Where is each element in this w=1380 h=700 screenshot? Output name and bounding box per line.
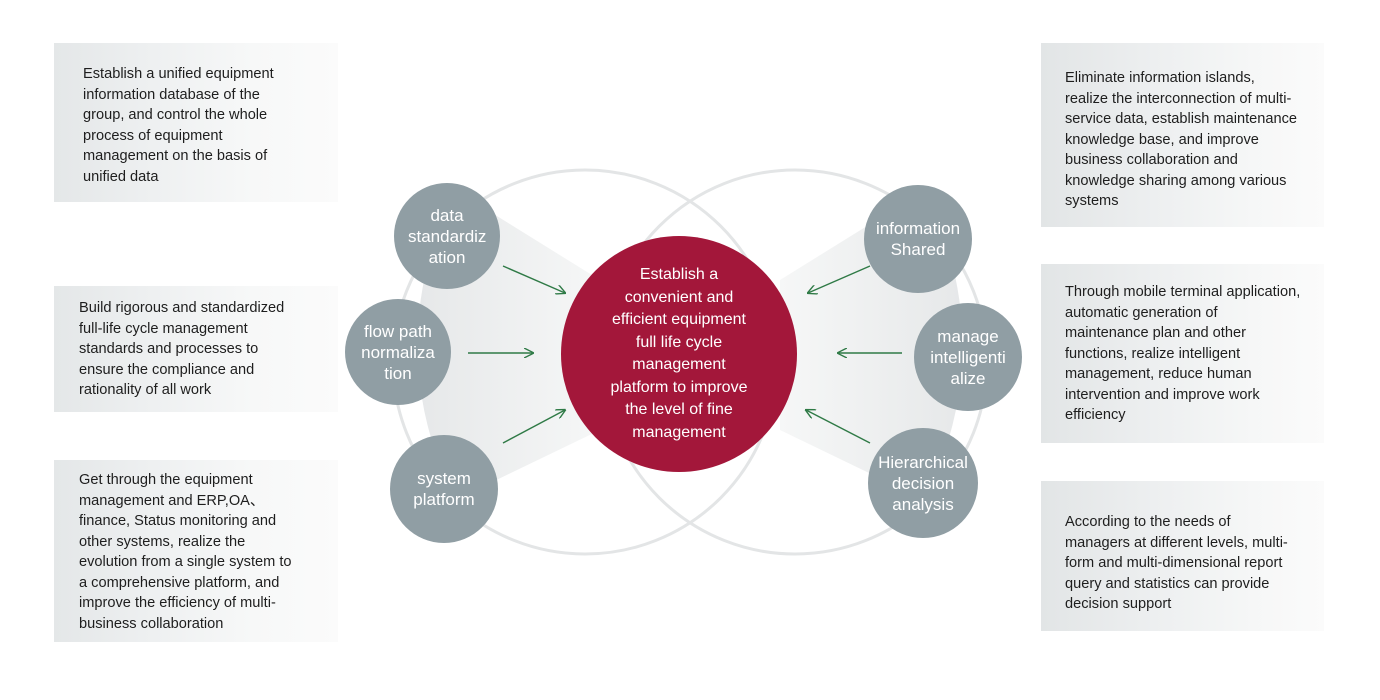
center-goal-circle: Establish a convenient and efficient equ… <box>561 236 797 472</box>
node-label: flow path normaliza tion <box>361 321 435 383</box>
panel-line: Build rigorous and standardized <box>79 300 285 316</box>
panel-line: Establish a unified equipment <box>83 66 274 82</box>
panel-line: ensure the compliance and <box>79 361 255 378</box>
right-panel-hierarchical-decision: According to the needs of managers at di… <box>1041 481 1324 631</box>
panel-line: systems <box>1065 193 1119 209</box>
panel-line: group, and control the whole <box>83 107 268 123</box>
panel-line: full-life cycle management <box>79 320 248 337</box>
left-panel-flow-path: Build rigorous and standardized full-lif… <box>54 286 338 412</box>
panel-line: information database of the <box>83 86 260 103</box>
node-label: data standardiz ation <box>408 205 487 267</box>
node-hierarchical-decision-analysis: Hierarchical decision analysis <box>868 428 978 538</box>
panel-line: Through mobile terminal application, <box>1065 284 1301 300</box>
panel-line: efficiency <box>1065 407 1126 423</box>
panel-line: management and ERP,OA、 <box>79 492 265 509</box>
node-label: Hierarchical decision analysis <box>878 452 968 514</box>
panel-line: query and statistics can provide <box>1065 575 1270 592</box>
node-label: system platform <box>413 469 475 509</box>
panel-line: service data, establish maintenance <box>1065 111 1298 127</box>
panel-line: evolution from a single system to <box>79 554 292 570</box>
arrow-left-bottom <box>502 410 565 444</box>
panel-line: maintenance plan and other <box>1065 325 1246 341</box>
left-panel-data-standardization: Establish a unified equipment informatio… <box>54 43 338 202</box>
panel-line: unified data <box>83 168 159 185</box>
panel-line: finance, Status monitoring and <box>79 513 277 529</box>
panel-line: automatic generation of <box>1065 304 1218 321</box>
panel-line: a comprehensive platform, and <box>79 574 280 591</box>
panel-line: knowledge base, and improve <box>1065 131 1259 148</box>
right-panel-manage-intelligentialize: Through mobile terminal application, aut… <box>1041 264 1324 443</box>
panel-line: improve the efficiency of multi- <box>79 595 276 611</box>
center-text: Establish a convenient and efficient equ… <box>610 266 748 441</box>
left-panel-system-platform: Get through the equipment management and… <box>54 460 338 642</box>
panel-line: Eliminate information islands, <box>1065 70 1255 86</box>
node-information-shared: information Shared <box>864 185 972 293</box>
node-flow-path-normalization: flow path normaliza tion <box>345 299 451 405</box>
right-panel-information-shared: Eliminate information islands, realize t… <box>1041 43 1324 227</box>
panel-line: intervention and improve work <box>1065 386 1260 403</box>
arrow-right-bottom <box>806 410 871 444</box>
panel-line: managers at different levels, multi- <box>1065 534 1288 551</box>
panel-line: According to the needs of <box>1065 514 1231 530</box>
panel-line: decision support <box>1065 596 1172 612</box>
panel-line: business collaboration <box>79 615 224 632</box>
panel-line: process of equipment <box>83 127 223 144</box>
node-system-platform: system platform <box>390 435 498 543</box>
node-label: manage intelligenti alize <box>930 326 1006 388</box>
panel-line: knowledge sharing among various <box>1065 172 1287 189</box>
arrow-left-top <box>502 265 565 293</box>
panel-line: management on the basis of <box>83 148 268 164</box>
panel-line: management, reduce human <box>1065 366 1252 382</box>
panel-line: functions, realize intelligent <box>1065 345 1241 362</box>
arrow-right-top <box>808 265 871 293</box>
node-label: information Shared <box>875 219 961 259</box>
node-manage-intelligentialize: manage intelligenti alize <box>914 303 1022 411</box>
panel-line: other systems, realize the <box>79 533 246 550</box>
panel-line: standards and processes to <box>79 341 259 357</box>
panel-line: rationality of all work <box>79 382 212 398</box>
panel-line: Get through the equipment <box>79 472 253 488</box>
panel-line: form and multi-dimensional report <box>1065 555 1283 571</box>
panel-line: business collaboration and <box>1065 152 1238 168</box>
panel-line: realize the interconnection of multi- <box>1065 90 1292 107</box>
node-data-standardization: data standardiz ation <box>394 183 500 289</box>
